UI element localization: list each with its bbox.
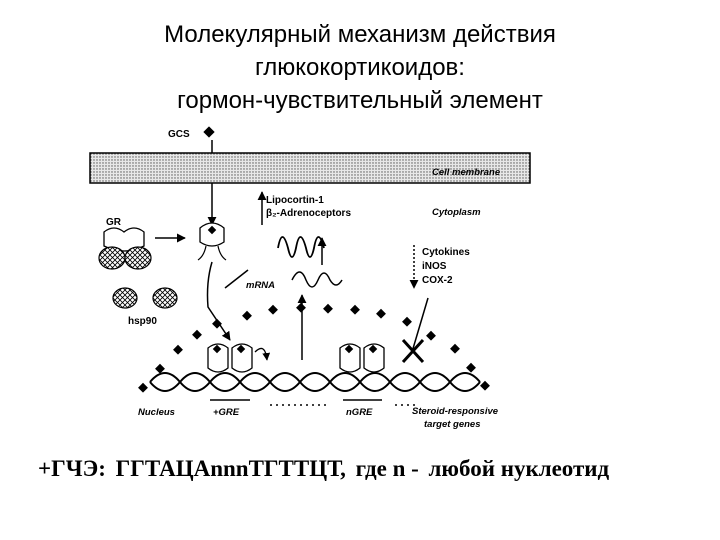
- cell-membrane-label: Cell membrane: [432, 167, 501, 178]
- nucleus-label: Nucleus: [138, 407, 175, 418]
- receptor-legs-icon: [197, 245, 227, 261]
- mrna-label: mRNA: [246, 280, 275, 291]
- cell-membrane-band: [89, 152, 531, 184]
- gr-hsp90-left-icon: [98, 246, 126, 270]
- lipocortin-label: Lipocortin-1: [266, 195, 324, 206]
- gre-consensus-formula: +ГЧЭ: ГГТАЦАnnnТГТТЦТ, где n - любой нук…: [38, 456, 698, 482]
- target-genes-label: target genes: [424, 419, 481, 430]
- hsp90-right-icon: [152, 287, 178, 309]
- gre-transcription-arrow: [254, 347, 271, 361]
- gr-label: GR: [106, 217, 122, 228]
- hsp90-left-icon: [112, 287, 138, 309]
- transcription-blocked-x-icon: [401, 338, 425, 364]
- ngre-bound-receptors: [339, 343, 385, 373]
- gre-bound-receptors: [207, 343, 253, 373]
- title-line-2: глюкокортикоидов:: [255, 54, 465, 81]
- gcs-molecule-icon: [203, 126, 215, 138]
- gr-hsp90-right-icon: [124, 246, 152, 270]
- page-title: Молекулярный механизм действия глюкокорт…: [0, 18, 720, 117]
- plus-gre-label: +GRE: [213, 407, 240, 418]
- receptor-to-nucleus-arrow: [206, 261, 231, 341]
- formula-where: где n -: [355, 456, 419, 481]
- ngre-label: nGRE: [346, 407, 373, 418]
- receptor-branch-line: [224, 269, 249, 289]
- steroid-responsive-label: Steroid-responsive: [412, 406, 499, 417]
- cox2-label: COX-2: [422, 275, 453, 286]
- gcs-label: GCS: [168, 129, 190, 140]
- formula-label: +ГЧЭ:: [38, 456, 106, 481]
- repression-line: [411, 297, 429, 353]
- formula-meaning: любой нуклеотид: [428, 456, 610, 481]
- formula-sequence: ГГТАЦАnnnТГТТЦТ,: [115, 456, 346, 481]
- title-line-3: гормон-чувствительный элемент: [177, 87, 543, 114]
- adrenoceptors-label: β₂-Adrenoceptors: [266, 208, 351, 219]
- cytoplasm-label: Cytoplasm: [432, 207, 481, 218]
- protein-coil-icon: [277, 236, 325, 258]
- title-line-1: Молекулярный механизм действия: [164, 21, 556, 48]
- dna-strand-b: [149, 372, 481, 392]
- bound-gcs-icon: [207, 225, 217, 235]
- inos-label: iNOS: [422, 261, 447, 272]
- dna-strand-a: [149, 372, 481, 392]
- nuclear-membrane-markers: [138, 302, 490, 393]
- mrna-strand-icon: [291, 271, 343, 288]
- glucocorticoid-mechanism-diagram: GCS Cell membrane Cytoplasm GR hsp90 Lip…: [89, 126, 531, 430]
- activated-receptor-icon: [199, 222, 225, 247]
- hsp90-label: hsp90: [128, 316, 157, 327]
- cytokines-label: Cytokines: [422, 247, 470, 258]
